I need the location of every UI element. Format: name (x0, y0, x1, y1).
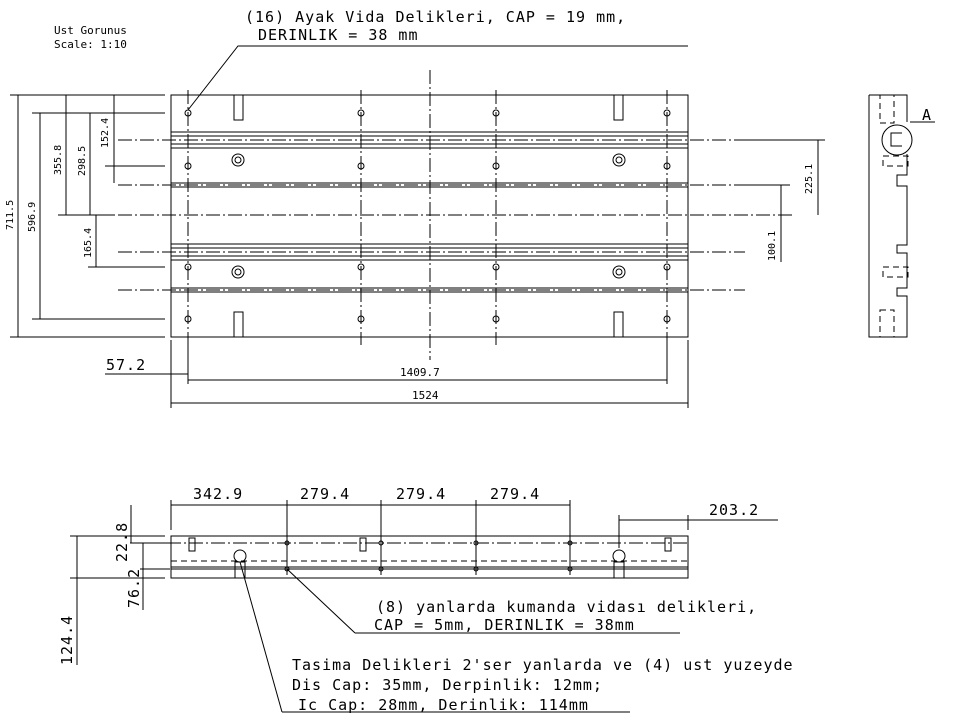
dim-1524: 1524 (412, 389, 439, 402)
dim-203-2: 203.2 (709, 501, 759, 519)
dim-76-2: 76.2 (125, 568, 143, 608)
dim-225-1: 225.1 (804, 164, 815, 194)
view-title: Ust Gorunus (54, 24, 127, 37)
leader-line (187, 45, 688, 111)
dim-152-4: 152.4 (100, 118, 111, 148)
feet-holes-note-2: DERINLIK = 38 mm (258, 26, 419, 44)
lifting-holes-note-3: Ic Cap: 28mm, Derinlik: 114mm (298, 696, 589, 714)
dim-279-4-b: 279.4 (396, 485, 446, 503)
side-holes-note-2: CAP = 5mm, DERINLIK = 38mm (374, 616, 635, 634)
dim-1409-7: 1409.7 (400, 366, 440, 379)
dim-342-9: 342.9 (193, 485, 243, 503)
dim-279-4-a: 279.4 (300, 485, 350, 503)
dim-124-4: 124.4 (58, 615, 76, 665)
lifting-holes-note-2: Dis Cap: 35mm, Derpinlik: 12mm; (292, 676, 603, 694)
dim-100-1: 100.1 (767, 231, 778, 261)
front-view: 342.9 279.4 279.4 279.4 203.2 22.8 76.2 … (58, 485, 778, 713)
dim-22-8: 22.8 (113, 522, 131, 562)
dim-355-8: 355.8 (53, 145, 64, 175)
top-view: 711.5 596.9 355.8 298.5 152.4 165.4 225.… (5, 70, 825, 408)
lifting-holes-note-1: Tasima Delikleri 2'ser yanlarda ve (4) u… (292, 656, 794, 674)
side-holes-note-1: (8) yanlarda kumanda vidası delikleri, (376, 598, 757, 616)
dim-57-2: 57.2 (106, 356, 146, 374)
scale-label: Scale: 1:10 (54, 38, 127, 51)
dim-711-5: 711.5 (5, 200, 16, 230)
dim-596-9: 596.9 (27, 202, 38, 232)
feet-holes-note-1: (16) Ayak Vida Delikleri, CAP = 19 mm, (245, 8, 626, 26)
detail-label-a: A (922, 106, 932, 124)
dim-165-4: 165.4 (83, 228, 94, 258)
side-view (868, 94, 935, 338)
dim-279-4-c: 279.4 (490, 485, 540, 503)
dim-298-5: 298.5 (77, 146, 88, 176)
